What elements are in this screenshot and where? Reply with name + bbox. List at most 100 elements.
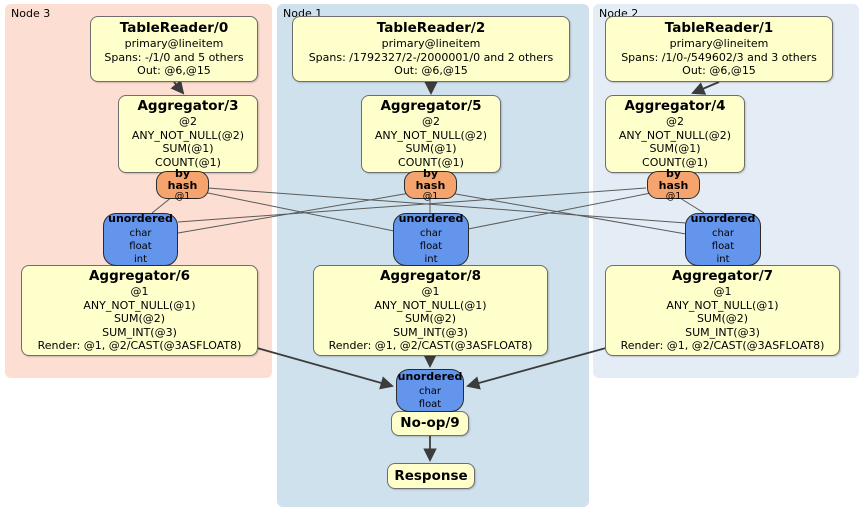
edge [449, 192, 687, 235]
spans-line: Spans: /1/0-/549602/3 and 3 others [621, 50, 817, 64]
sync-title: unordered [690, 212, 756, 226]
agg-line: ANY_NOT_NULL(@1) [83, 298, 196, 312]
agg-line: ANY_NOT_NULL(@1) [666, 298, 779, 312]
aggregator-6-box: Aggregator/6 @1 ANY_NOT_NULL(@1) SUM(@2)… [21, 265, 258, 356]
stream-line: float [711, 241, 735, 253]
unordered-sync-node1: unordered char float int [393, 212, 469, 266]
agg-line: @2 [666, 115, 684, 129]
edge [202, 191, 395, 232]
agg-line: @1 [130, 284, 149, 298]
edge [151, 196, 173, 214]
hash-router-node1: by hash @1 [404, 166, 457, 202]
processor-title: TableReader/0 [119, 20, 229, 37]
router-key: @1 [422, 190, 439, 202]
processor-title: TableReader/1 [664, 20, 774, 37]
aggregator-3-box: Aggregator/3 @2 ANY_NOT_NULL(@2) SUM(@1)… [118, 95, 258, 173]
agg-line: COUNT(@1) [642, 156, 708, 170]
router-title: by hash [658, 166, 689, 192]
edge [466, 347, 607, 390]
agg-line: SUM(@1) [405, 142, 457, 156]
router-title: by hash [167, 166, 198, 192]
aggregator-8-box: Aggregator/8 @1 ANY_NOT_NULL(@1) SUM(@2)… [313, 265, 548, 356]
processor-title: Aggregator/4 [624, 98, 726, 115]
stream-line: float [419, 241, 443, 253]
sync-title: unordered [398, 212, 464, 226]
aggregator-4-box: Aggregator/4 @2 ANY_NOT_NULL(@2) SUM(@1)… [605, 95, 745, 173]
out-line: Out: @6,@15 [394, 64, 468, 78]
agg-line: Render: @1, @2/CAST(@3ASFLOAT8) [37, 339, 242, 353]
hash-router-node3: by hash @1 [156, 166, 209, 202]
edge [177, 192, 411, 234]
tablereader-2-box: TableReader/2 primary@lineitem Spans: /1… [292, 16, 570, 82]
edge [177, 187, 647, 223]
spans-line: Spans: /1792327/2-/2000001/0 and 2 other… [308, 50, 554, 64]
processor-title: TableReader/2 [376, 20, 486, 37]
agg-line: @1 [713, 284, 732, 298]
agg-line: SUM_INT(@3) [685, 325, 760, 339]
node3-label: Node 3 [11, 7, 51, 20]
tablereader-0-box: TableReader/0 primary@lineitem Spans: -/… [90, 16, 258, 82]
agg-line: SUM(@2) [696, 312, 749, 326]
edge [679, 197, 705, 214]
edge [170, 79, 185, 95]
aggregator-5-box: Aggregator/5 @2 ANY_NOT_NULL(@2) SUM(@1)… [361, 95, 501, 173]
sync-title: unordered [108, 212, 173, 226]
agg-line: ANY_NOT_NULL(@1) [374, 298, 487, 312]
unordered-sync-node2: unordered char float int [685, 212, 761, 266]
agg-line: SUM(@2) [113, 312, 166, 326]
agg-line: ANY_NOT_NULL(@2) [618, 128, 732, 142]
agg-line: SUM(@1) [649, 142, 701, 156]
stream-line: int [133, 254, 148, 266]
router-key: @1 [174, 190, 191, 202]
processor-title: Aggregator/5 [380, 98, 482, 115]
stream-line: float [129, 241, 152, 253]
router-title: by hash [415, 166, 446, 192]
noop-box: No-op/9 [391, 411, 469, 436]
hash-router-node2: by hash @1 [647, 166, 700, 202]
agg-line: SUM(@2) [404, 312, 457, 326]
edge [207, 187, 687, 224]
router-key: @1 [665, 190, 682, 202]
agg-line: SUM_INT(@3) [102, 325, 177, 339]
out-line: Out: @6,@15 [682, 64, 756, 78]
agg-line: ANY_NOT_NULL(@2) [131, 128, 245, 142]
agg-line: @2 [179, 115, 197, 129]
processor-title: Aggregator/8 [379, 268, 482, 284]
stream-line: float [418, 398, 442, 410]
agg-line: COUNT(@1) [155, 156, 221, 170]
sync-title: unordered [397, 370, 463, 384]
edge [256, 347, 394, 390]
agg-line: COUNT(@1) [398, 156, 464, 170]
processor-title: Aggregator/7 [671, 268, 774, 284]
edge [467, 192, 652, 230]
agg-line: SUM_INT(@3) [393, 325, 468, 339]
agg-line: @1 [421, 284, 440, 298]
agg-line: Render: @1, @2/CAST(@3ASFLOAT8) [620, 339, 825, 353]
agg-line: SUM(@1) [162, 142, 214, 156]
final-unordered-sync: unordered char float [396, 369, 464, 412]
agg-line: ANY_NOT_NULL(@2) [374, 128, 488, 142]
response-box: Response [387, 463, 475, 489]
tablereader-1-box: TableReader/1 primary@lineitem Spans: /1… [605, 16, 833, 82]
out-line: Out: @6,@15 [137, 64, 211, 78]
index-line: primary@lineitem [381, 37, 481, 50]
index-line: primary@lineitem [124, 37, 224, 50]
aggregator-7-box: Aggregator/7 @1 ANY_NOT_NULL(@1) SUM(@2)… [605, 265, 840, 356]
processor-title: No-op/9 [400, 415, 460, 432]
edge [691, 81, 720, 95]
stream-line: char [418, 385, 442, 397]
spans-line: Spans: -/1/0 and 5 others [104, 50, 244, 64]
stream-line: char [711, 227, 735, 239]
processor-title: Aggregator/3 [137, 98, 239, 115]
unordered-sync-node3: unordered char float int [103, 212, 178, 266]
processor-title: Response [394, 467, 468, 484]
agg-line: @2 [422, 115, 440, 129]
index-line: primary@lineitem [669, 37, 769, 50]
agg-line: Render: @1, @2/CAST(@3ASFLOAT8) [328, 339, 533, 353]
processor-title: Aggregator/6 [88, 268, 191, 284]
stream-line: char [419, 227, 443, 239]
stream-line: int [424, 254, 438, 266]
stream-line: char [129, 227, 152, 239]
